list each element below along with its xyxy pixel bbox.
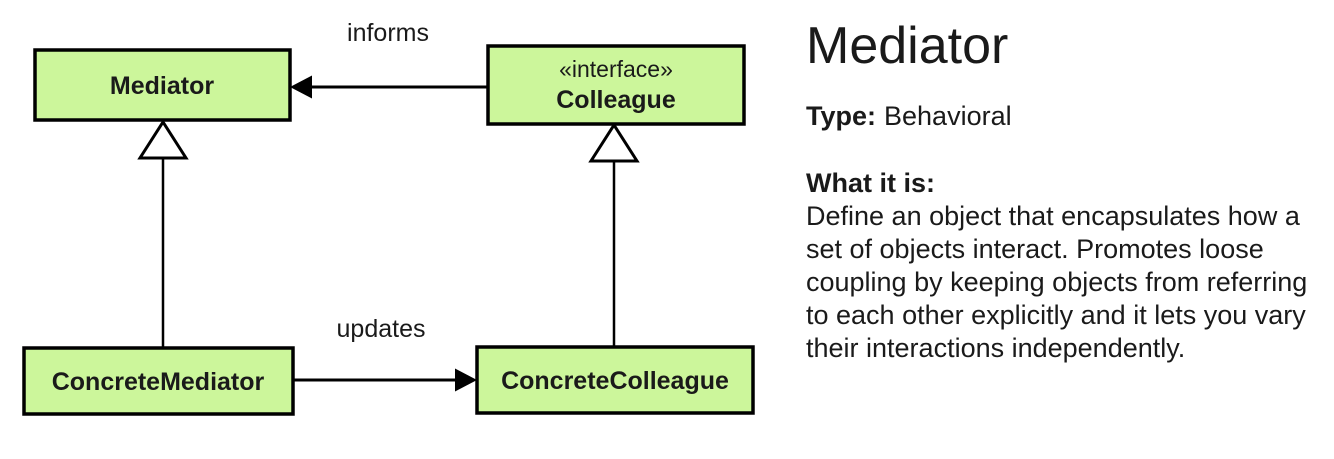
class-box-colleague: «interface» Colleague <box>486 44 746 126</box>
association-label-updates: updates <box>337 315 426 343</box>
uml-class-diagram: informs updates Mediator «interface» Col… <box>22 19 755 416</box>
class-box-rect <box>486 44 746 126</box>
stereotype-interface: «interface» <box>559 56 673 82</box>
generalization-concretecolleague-to-colleague <box>588 122 640 347</box>
filled-arrowhead-right-icon <box>455 368 477 392</box>
class-box-rect <box>33 48 292 122</box>
pattern-type-line: Type:Behavioral <box>806 100 1012 133</box>
class-box-mediator: Mediator <box>33 48 292 122</box>
page-title: Mediator <box>806 17 1009 75</box>
pattern-description: Define an object that encapsulates how a… <box>806 201 1308 363</box>
class-name-concrete-colleague: ConcreteColleague <box>501 367 729 395</box>
hollow-triangle-arrowhead-icon <box>588 122 640 163</box>
association-updates: updates <box>293 315 477 392</box>
class-box-concrete-mediator: ConcreteMediator <box>22 346 295 416</box>
class-name-mediator: Mediator <box>110 72 214 100</box>
filled-arrowhead-left-icon <box>290 75 312 99</box>
pattern-info-panel: Mediator Type:Behavioral What it is: Def… <box>806 0 1326 459</box>
association-label-informs: informs <box>347 19 429 47</box>
type-value: Behavioral <box>884 101 1012 131</box>
class-name-colleague: Colleague <box>556 86 676 114</box>
type-label: Type: <box>806 101 877 131</box>
class-box-concrete-colleague: ConcreteColleague <box>475 345 755 415</box>
association-informs: informs <box>290 19 488 99</box>
class-box-rect <box>475 345 755 415</box>
what-it-is-label: What it is: <box>806 168 935 198</box>
generalization-concretemediator-to-mediator <box>137 119 189 348</box>
class-name-concrete-mediator: ConcreteMediator <box>52 368 265 396</box>
class-box-rect <box>22 346 295 416</box>
hollow-triangle-arrowhead-icon <box>137 119 189 160</box>
